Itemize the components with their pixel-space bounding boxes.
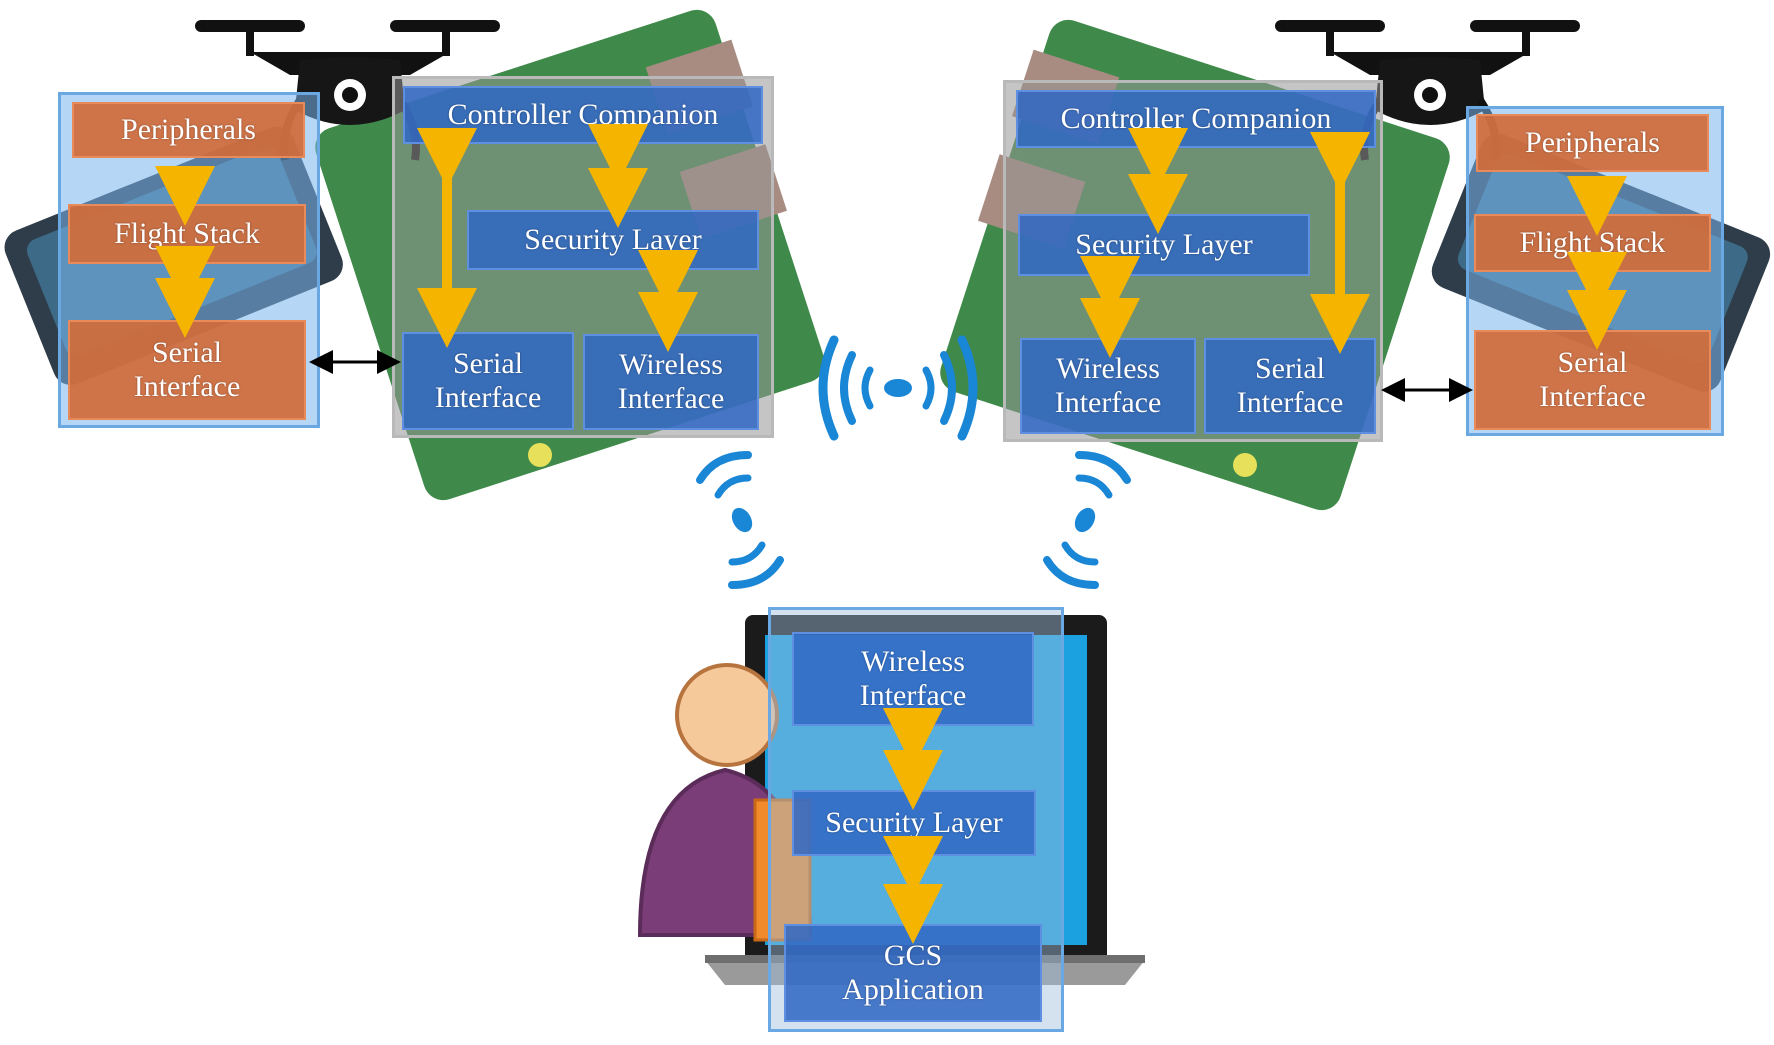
left-controller-companion-box: Controller Companion xyxy=(403,86,763,144)
gcs-wireless-interface-box: Wireless Interface xyxy=(792,632,1034,726)
wireless-signal-icon xyxy=(696,451,784,589)
gcs-security-layer-box: Security Layer xyxy=(792,790,1036,856)
left-companion-serial-interface-box: Serial Interface xyxy=(402,332,574,430)
user-icon xyxy=(637,663,813,942)
gcs-application-box: GCS Application xyxy=(784,924,1042,1022)
left-flight-stack-box: Flight Stack xyxy=(68,204,306,264)
right-flight-stack-box: Flight Stack xyxy=(1474,214,1711,272)
left-fc-serial-interface-box: Serial Interface xyxy=(68,320,306,420)
right-wireless-interface-box: Wireless Interface xyxy=(1020,338,1196,434)
right-peripherals-box: Peripherals xyxy=(1476,114,1709,172)
right-controller-companion-box: Controller Companion xyxy=(1016,90,1376,148)
left-security-layer-box: Security Layer xyxy=(467,210,759,270)
right-security-layer-box: Security Layer xyxy=(1018,214,1310,276)
left-wireless-interface-box: Wireless Interface xyxy=(583,334,759,430)
right-companion-serial-interface-box: Serial Interface xyxy=(1204,338,1376,434)
wireless-signal-icon xyxy=(818,335,978,441)
left-peripherals-box: Peripherals xyxy=(72,102,305,158)
wireless-signal-icon xyxy=(1043,451,1131,589)
right-fc-serial-interface-box: Serial Interface xyxy=(1474,330,1711,430)
